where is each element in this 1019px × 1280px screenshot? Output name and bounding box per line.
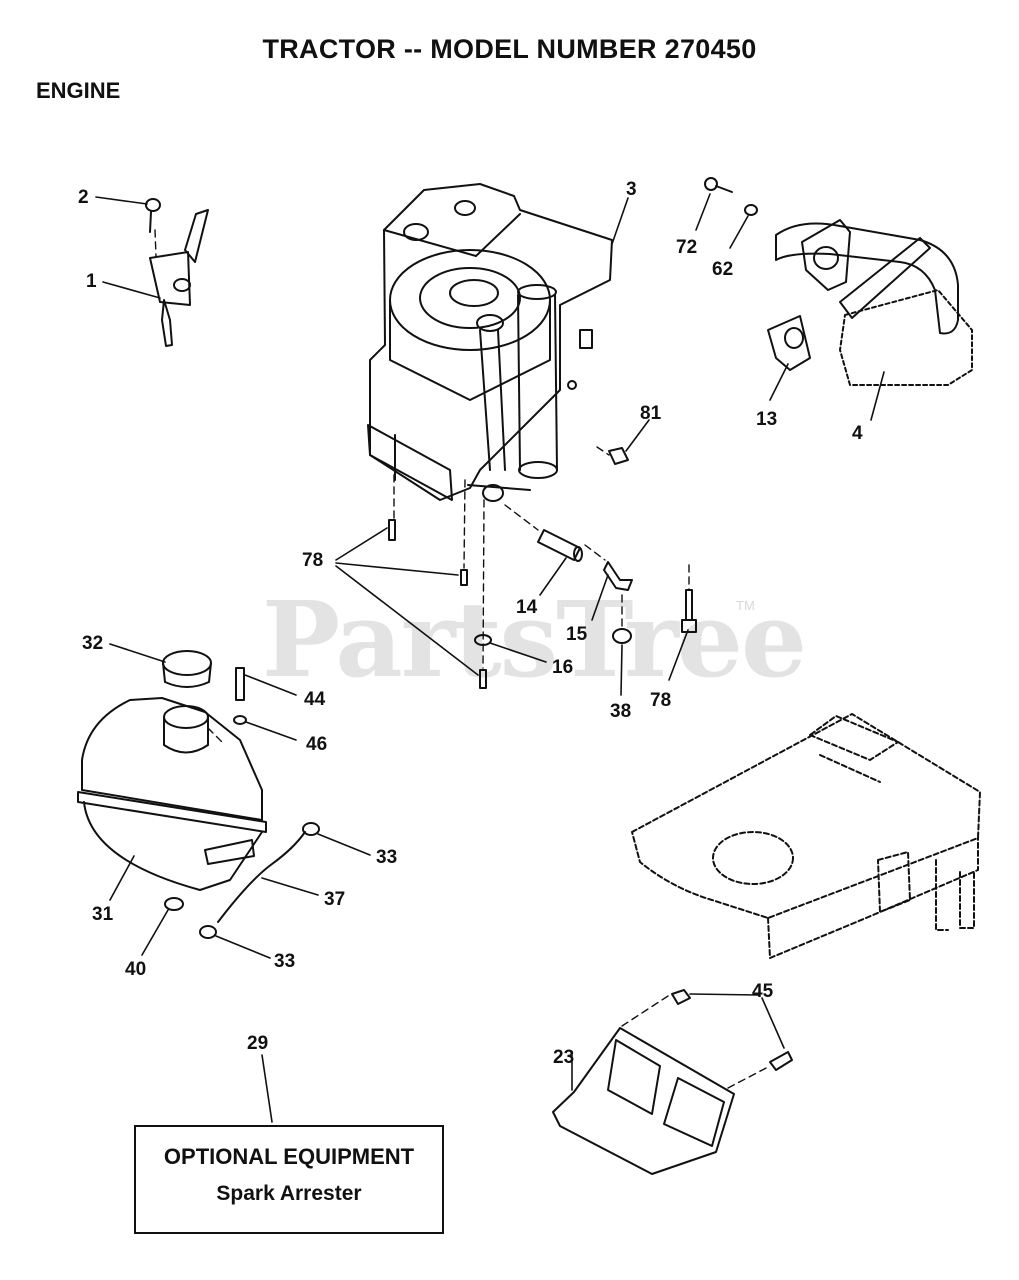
callout-72: 72 [676, 237, 698, 258]
callout-3: 3 [626, 179, 637, 200]
callout-14: 14 [516, 597, 538, 618]
callout-15: 15 [566, 624, 588, 645]
callout-33-top: 33 [376, 847, 398, 868]
callout-46: 46 [306, 734, 328, 755]
fuel-line-part [199, 822, 320, 939]
engine-part [367, 183, 613, 502]
engine-bolts-part [388, 519, 697, 689]
callout-33-bottom: 33 [274, 951, 296, 972]
shield-part [552, 989, 793, 1175]
muffler-part [704, 177, 973, 386]
callout-4: 4 [852, 423, 863, 444]
tractor-frame-part [631, 713, 981, 959]
optional-equipment-item: Spark Arrester [216, 1182, 362, 1205]
callout-1: 1 [86, 271, 97, 292]
optional-equipment-box: OPTIONAL EQUIPMENT Spark Arrester [134, 1125, 444, 1234]
callout-81: 81 [640, 403, 662, 424]
leader-lines [95, 193, 885, 1123]
dipstick-tube-part [474, 447, 633, 646]
callout-78-engine: 78 [302, 550, 324, 571]
watermark: PartsTree [262, 578, 807, 701]
callout-13: 13 [756, 409, 778, 430]
callout-29: 29 [247, 1033, 269, 1054]
callout-62: 62 [712, 259, 734, 280]
callout-44: 44 [304, 689, 326, 710]
watermark-trademark: TM [736, 598, 755, 613]
alignment-lines [154, 229, 771, 1089]
fuel-tank-part [77, 650, 267, 911]
callout-45: 45 [752, 981, 774, 1002]
section-label: ENGINE [36, 78, 121, 103]
page-title: TRACTOR -- MODEL NUMBER 270450 [262, 34, 757, 64]
callout-16: 16 [552, 657, 574, 678]
optional-equipment-title: OPTIONAL EQUIPMENT [163, 1144, 415, 1169]
callout-40: 40 [125, 959, 147, 980]
callout-37: 37 [324, 889, 346, 910]
callout-2: 2 [78, 187, 89, 208]
callout-23: 23 [553, 1047, 575, 1068]
callout-31: 31 [92, 904, 114, 925]
callout-38: 38 [610, 701, 632, 722]
throttle-control-part [145, 198, 209, 347]
callout-32: 32 [82, 633, 104, 654]
callout-78-bolt: 78 [650, 690, 672, 711]
